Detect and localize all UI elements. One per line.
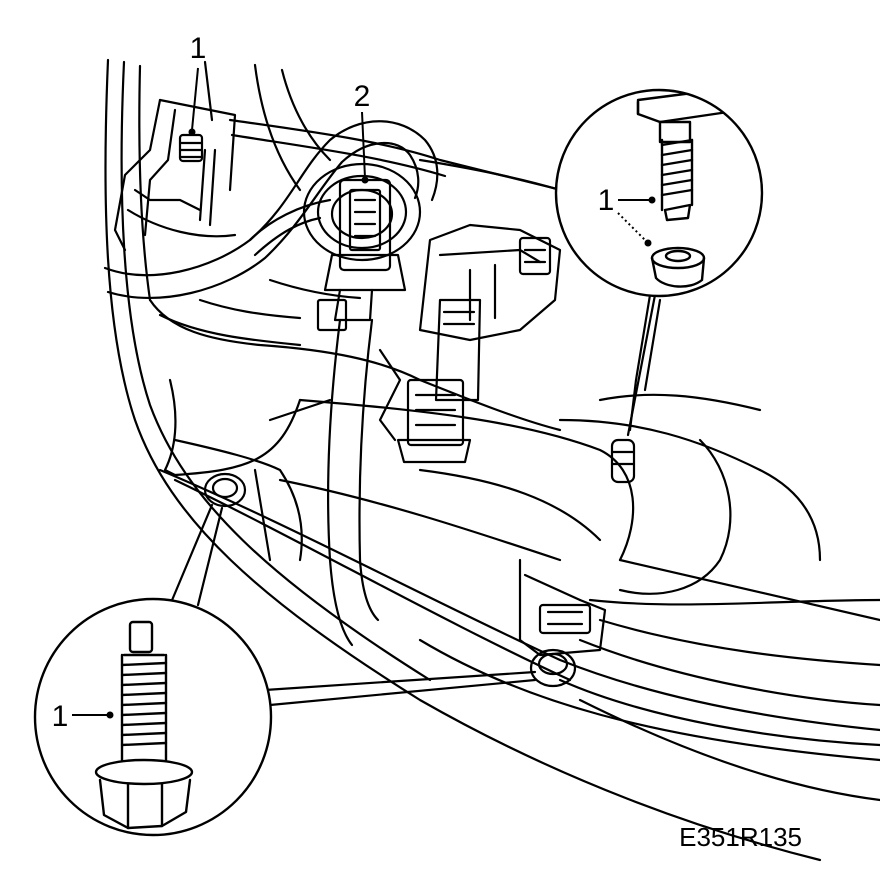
callout-label-connector: 2 — [354, 80, 371, 113]
callout-label-inset-stud: 1 — [598, 184, 615, 217]
callout-label-inset-flange-bolt: 1 — [52, 700, 69, 733]
callout-leader-connector — [361, 111, 366, 179]
callout-label-top-bolt: 1 — [190, 32, 207, 65]
inset-stud-detail — [554, 88, 764, 298]
callout-leader-top-bolt — [191, 67, 199, 131]
inset-flange-bolt-detail — [33, 597, 273, 837]
callout-dots — [106, 128, 656, 719]
reference-code: E351R135 — [679, 822, 802, 852]
main-assembly-lineart — [103, 58, 880, 862]
callout-leaders — [72, 67, 652, 716]
